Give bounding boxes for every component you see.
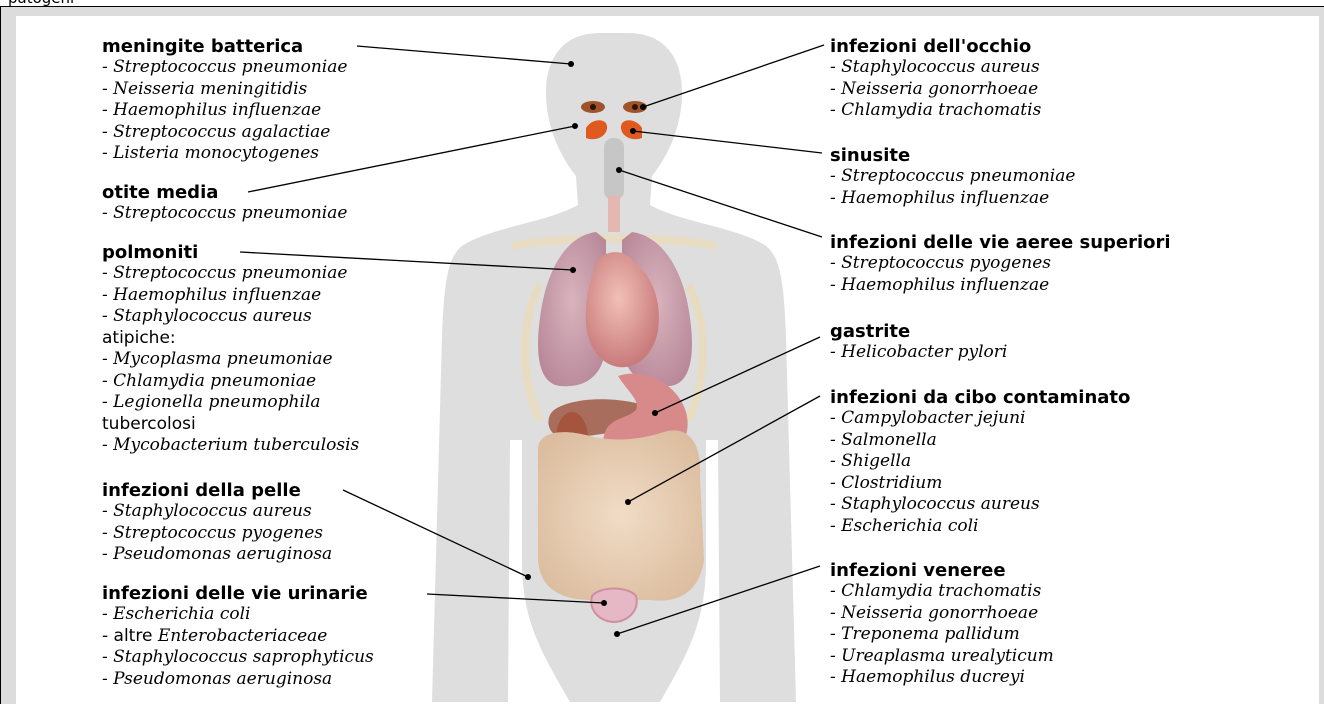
- pathogen-line: - Shigella: [830, 451, 1130, 473]
- pathogen-line: - Staphylococcus aureus: [830, 494, 1130, 516]
- pathogen-line: - Escherichia coli: [102, 604, 374, 626]
- group-title: infezioni delle vie urinarie: [102, 583, 374, 604]
- group-occhio: infezioni dell'occhio - Staphylococcus a…: [830, 36, 1041, 122]
- pathogen-line: - Chlamydia trachomatis: [830, 581, 1054, 603]
- pathogen-line: - Haemophilus influenzae: [830, 275, 1171, 297]
- pathogen-line: - Pseudomonas aeruginosa: [102, 669, 374, 691]
- group-veneree: infezioni veneree - Chlamydia trachomati…: [830, 560, 1054, 689]
- subgroup-label: tubercolosi: [102, 414, 359, 436]
- pathogen-line: - Neisseria meningitidis: [102, 79, 347, 101]
- pathogen-line: - Pseudomonas aeruginosa: [102, 544, 332, 566]
- pathogen-line: - Clostridium: [830, 473, 1130, 495]
- pathogen-line: - Streptococcus agalactiae: [102, 122, 347, 144]
- group-sinusite: sinusite - Streptococcus pneumoniae - Ha…: [830, 145, 1075, 209]
- group-title: infezioni dell'occhio: [830, 36, 1041, 57]
- pathogen-line: - Ureaplasma urealyticum: [830, 646, 1054, 668]
- group-meningite: meningite batterica - Streptococcus pneu…: [102, 36, 347, 165]
- group-title: otite media: [102, 182, 347, 203]
- group-title: sinusite: [830, 145, 1075, 166]
- pathogen-line: - Haemophilus influenzae: [102, 100, 347, 122]
- pathogen-line: - Mycobacterium tuberculosis: [102, 435, 359, 457]
- pathogen-line: - Haemophilus ducreyi: [830, 667, 1054, 689]
- pathogen-line: - Streptococcus pneumoniae: [102, 57, 347, 79]
- pathogen-line: - Staphylococcus aureus: [102, 501, 332, 523]
- pathogen-line: - Streptococcus pyogenes: [830, 253, 1171, 275]
- pathogen-name: Enterobacteriaceae: [158, 626, 328, 646]
- group-cibo: infezioni da cibo contaminato - Campylob…: [830, 387, 1130, 537]
- pathogen-line: - Staphylococcus aureus: [830, 57, 1041, 79]
- group-title: infezioni delle vie aeree superiori: [830, 232, 1171, 253]
- pathogen-line: - Neisseria gonorrhoeae: [830, 603, 1054, 625]
- group-title: infezioni della pelle: [102, 480, 332, 501]
- pathogen-line: - Streptococcus pneumoniae: [102, 263, 359, 285]
- group-otite: otite media - Streptococcus pneumoniae: [102, 182, 347, 225]
- pathogen-line: - Escherichia coli: [830, 516, 1130, 538]
- group-vie-aeree: infezioni delle vie aeree superiori - St…: [830, 232, 1171, 296]
- pathogen-line: - Chlamydia trachomatis: [830, 100, 1041, 122]
- subgroup-label: atipiche:: [102, 328, 359, 350]
- pathogen-line: - Helicobacter pylori: [830, 342, 1007, 364]
- bladder: [591, 589, 636, 623]
- group-gastrite: gastrite - Helicobacter pylori: [830, 321, 1007, 364]
- group-title: infezioni veneree: [830, 560, 1054, 581]
- pathogen-prefix: - altre: [102, 626, 158, 646]
- group-title: polmoniti: [102, 242, 359, 263]
- pathogen-line-mixed: - altre Enterobacteriaceae: [102, 626, 374, 648]
- pathogen-line: - Salmonella: [830, 430, 1130, 452]
- pathogen-line: - Haemophilus influenzae: [830, 188, 1075, 210]
- pathogen-line: - Mycoplasma pneumoniae: [102, 349, 359, 371]
- pathogen-line: - Treponema pallidum: [830, 624, 1054, 646]
- pathogen-line: - Neisseria gonorrhoeae: [830, 79, 1041, 101]
- pathogen-line: - Listeria monocytogenes: [102, 143, 347, 165]
- pathogen-line: - Streptococcus pneumoniae: [102, 203, 347, 225]
- pathogen-line: - Haemophilus influenzae: [102, 285, 359, 307]
- pathogen-line: - Streptococcus pneumoniae: [830, 166, 1075, 188]
- group-title: infezioni da cibo contaminato: [830, 387, 1130, 408]
- group-title: meningite batterica: [102, 36, 347, 57]
- pathogen-line: - Legionella pneumophila: [102, 392, 359, 414]
- group-polmoniti: polmoniti - Streptococcus pneumoniae - H…: [102, 242, 359, 457]
- group-pelle: infezioni della pelle - Staphylococcus a…: [102, 480, 332, 566]
- group-title: gastrite: [830, 321, 1007, 342]
- pathogen-line: - Streptococcus pyogenes: [102, 523, 332, 545]
- pathogen-line: - Staphylococcus saprophyticus: [102, 647, 374, 669]
- intestines: [538, 430, 704, 600]
- group-urinarie: infezioni delle vie urinarie - Escherich…: [102, 583, 374, 690]
- pathogen-line: - Staphylococcus aureus: [102, 306, 359, 328]
- pathogen-line: - Campylobacter jejuni: [830, 408, 1130, 430]
- pathogen-line: - Chlamydia pneumoniae: [102, 371, 359, 393]
